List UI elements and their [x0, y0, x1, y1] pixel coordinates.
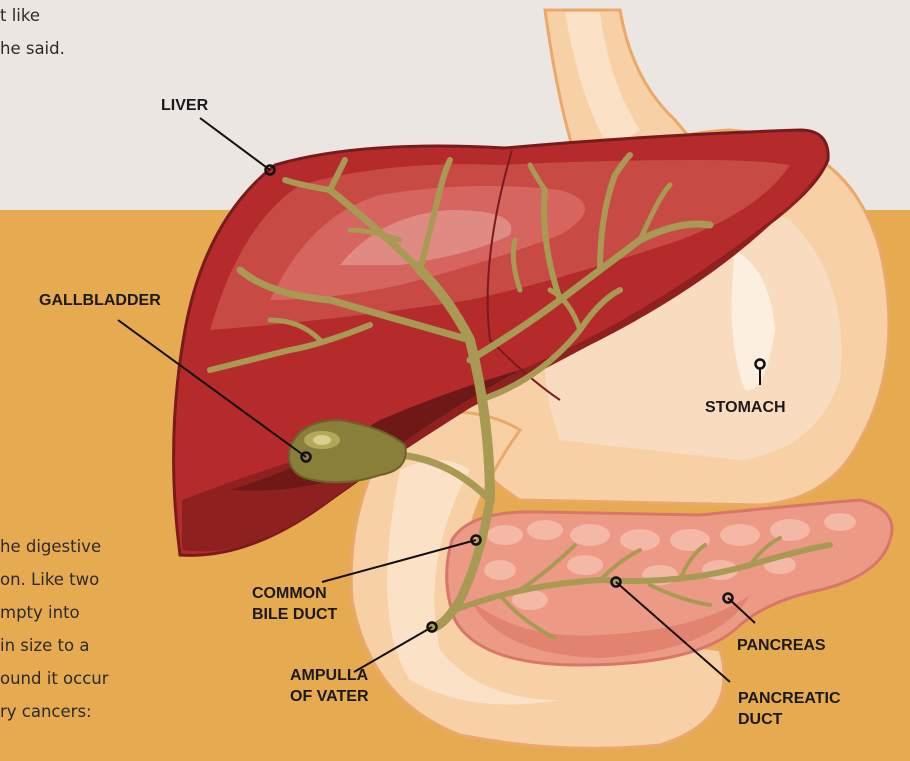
common-bile-duct-label-line: BILE DUCT	[252, 604, 337, 625]
liver-label: LIVER	[161, 95, 208, 116]
article-line: he digestive	[0, 530, 109, 563]
lobule	[487, 525, 523, 545]
lobule	[720, 524, 760, 546]
gallbladder-highlight-inner	[313, 435, 331, 445]
ampulla-of-vater-label: AMPULLA OF VATER	[290, 665, 369, 707]
pancreatic-duct-label-line: PANCREATIC	[738, 688, 841, 709]
article-text-bottom: he digestive on. Like two mpty into in s…	[0, 530, 109, 728]
pancreas-label: PANCREAS	[737, 635, 826, 656]
gallbladder-label: GALLBLADDER	[39, 290, 161, 311]
ampulla-of-vater-label-line: AMPULLA	[290, 665, 369, 686]
lobule	[770, 519, 810, 541]
lobule	[527, 520, 563, 540]
article-line: in size to a	[0, 629, 109, 662]
article-line: he said.	[0, 32, 65, 65]
common-bile-duct-label-line: COMMON	[252, 583, 337, 604]
pancreatic-duct-label: PANCREATIC DUCT	[738, 688, 841, 730]
lobule	[824, 513, 856, 531]
lobule	[567, 555, 603, 575]
article-line: t like	[0, 0, 65, 32]
article-text-top: t like he said.	[0, 0, 65, 65]
common-bile-duct-label: COMMON BILE DUCT	[252, 583, 337, 625]
article-line: on. Like two	[0, 563, 109, 596]
ampulla-of-vater-label-line: OF VATER	[290, 686, 369, 707]
article-line: ry cancers:	[0, 695, 109, 728]
article-line: ound it occur	[0, 662, 109, 695]
stomach-label: STOMACH	[705, 397, 786, 418]
article-line: mpty into	[0, 596, 109, 629]
lobule	[620, 529, 660, 551]
lobule	[484, 560, 516, 580]
lobule	[570, 524, 610, 546]
pancreatic-duct-label-line: DUCT	[738, 709, 841, 730]
